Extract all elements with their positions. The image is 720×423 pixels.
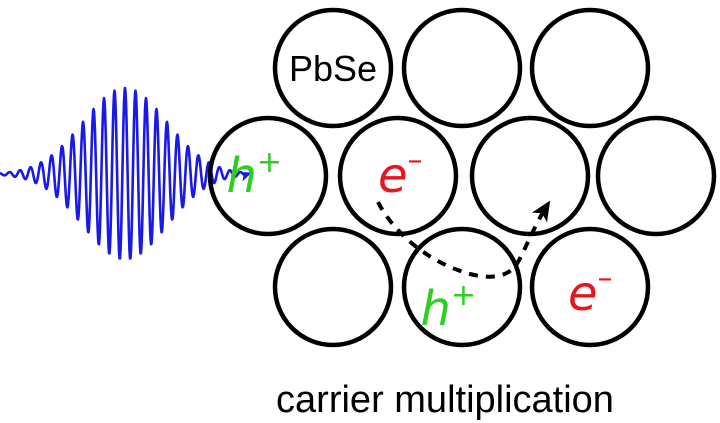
electron-charge: – [408, 143, 423, 178]
quantum-dot-electron [529, 226, 651, 348]
quantum-dot-hole [207, 115, 329, 237]
electron-symbol: e [568, 266, 598, 322]
hole-charge: + [257, 145, 282, 180]
quantum-dot [272, 226, 394, 348]
quantum-dot-pbse [272, 7, 394, 129]
quantum-dot [529, 7, 651, 129]
energy-transfer-arrow [376, 200, 551, 279]
electron-label: e– [568, 261, 613, 322]
quantum-dot [401, 7, 523, 129]
hole-symbol: h [420, 281, 450, 337]
quantum-dot [469, 115, 591, 237]
quantum-dot-electron [337, 115, 459, 237]
quantum-dot-label: PbSe [289, 48, 377, 89]
electron-label: e– [378, 143, 423, 204]
electron-charge: – [598, 261, 613, 296]
hole-label: h+ [226, 145, 282, 204]
laser-pulse-wave [0, 86, 252, 260]
hole-label: h+ [420, 278, 476, 337]
quantum-dot [595, 115, 717, 237]
quantum-dot-array [207, 7, 717, 348]
electron-symbol: e [378, 148, 408, 204]
hole-symbol: h [226, 148, 256, 204]
quantum-dot-hole [401, 226, 523, 348]
diagram-caption: carrier multiplication [276, 379, 614, 421]
hole-charge: + [451, 278, 476, 313]
